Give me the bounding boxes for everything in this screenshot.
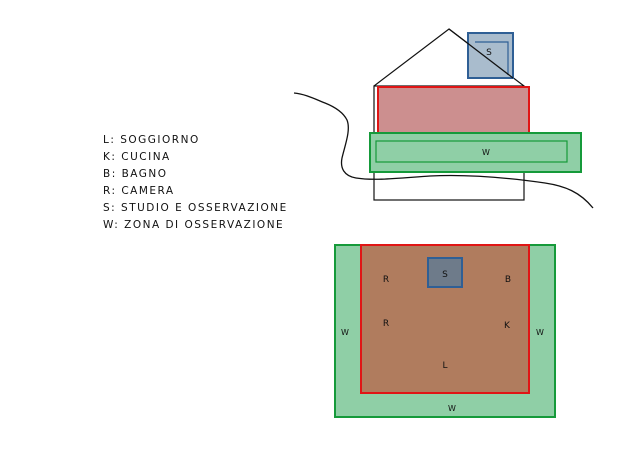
section-s-inner-outline: [475, 41, 509, 75]
roof-slope-over-s: [448, 28, 514, 79]
plan-r1-label: R: [383, 275, 389, 285]
section-w-band: [369, 132, 582, 173]
section-view: W S: [293, 28, 594, 209]
plan-l-label: L: [442, 361, 447, 371]
section-s-box: [467, 32, 514, 79]
legend-item-bagno: B: BAGNO: [103, 168, 168, 180]
plan-w-right-label: W: [536, 328, 544, 337]
legend-item-camera: R: CAMERA: [103, 185, 175, 197]
section-s-label: S: [486, 48, 492, 58]
plan-k-label: K: [504, 321, 511, 331]
legend-item-studio: S: STUDIO E OSSERVAZIONE: [103, 202, 288, 214]
legend-item-soggiorno: L: SOGGIORNO: [103, 134, 200, 146]
upper-floor-block: [377, 86, 530, 135]
plan-b-label: B: [505, 275, 511, 285]
plan-r2-label: R: [383, 319, 389, 329]
plan-view: S R B R K L W W W: [334, 244, 556, 418]
section-w-label: W: [482, 148, 490, 157]
plan-w-bottom-label: W: [448, 404, 456, 413]
legend-item-zona-osservazione: W: ZONA DI OSSERVAZIONE: [103, 219, 285, 231]
plan-w-left-label: W: [341, 328, 349, 337]
legend-item-cucina: K: CUCINA: [103, 151, 171, 163]
section-w-inner-band: [375, 140, 568, 163]
terrain-line: [293, 92, 594, 209]
plan-s-square: [427, 257, 463, 288]
legend: L: SOGGIORNO K: CUCINA B: BAGNO R: CAMER…: [103, 132, 288, 234]
plan-s-label: S: [442, 270, 448, 280]
